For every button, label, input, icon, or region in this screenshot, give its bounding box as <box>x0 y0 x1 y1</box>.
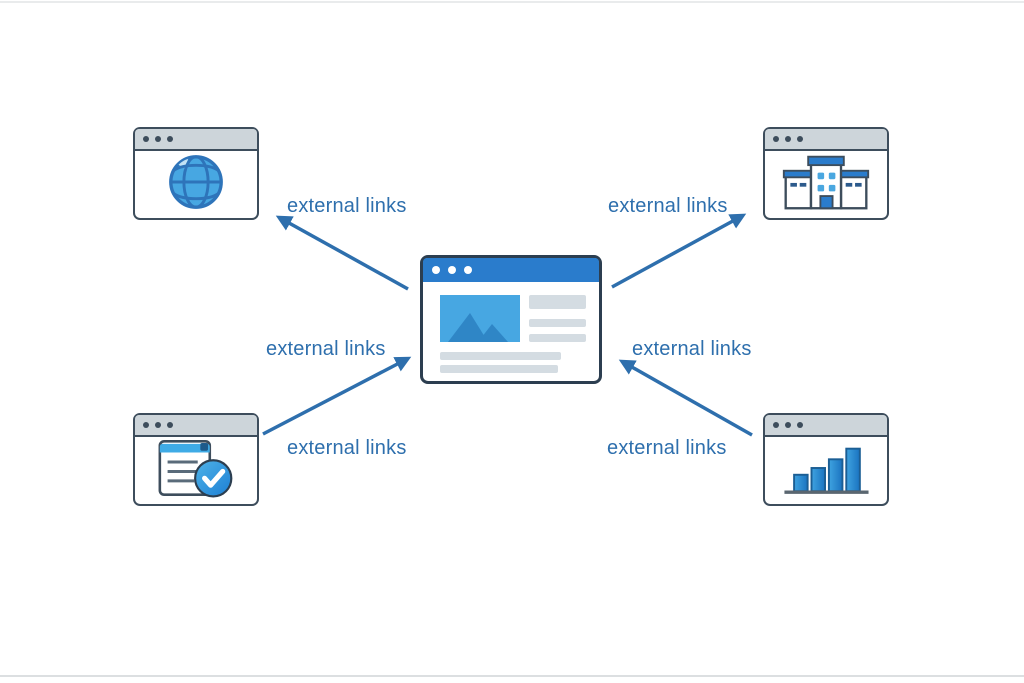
external-links-label: external links <box>608 195 728 217</box>
text-line-block <box>529 334 586 342</box>
building-icon <box>778 152 874 217</box>
text-line-block <box>529 295 586 309</box>
titlebar <box>135 129 257 151</box>
image-placeholder-icon <box>440 295 520 342</box>
text-line-block <box>529 319 586 327</box>
window-dot <box>797 422 803 428</box>
text-line-block <box>440 352 561 360</box>
arrow-bottom-left-to-center <box>262 356 412 436</box>
external-links-label: external links <box>632 338 752 360</box>
external-links-label: external links <box>287 437 407 459</box>
window-body <box>765 151 887 218</box>
text-line-block <box>440 365 558 373</box>
arrow-bottom-right-to-center <box>618 359 753 437</box>
browser-window-bottom-left <box>133 413 259 506</box>
window-dot <box>143 136 149 142</box>
globe-icon <box>165 151 227 218</box>
window-dot <box>797 136 803 142</box>
window-body <box>765 437 887 504</box>
titlebar <box>135 415 257 437</box>
browser-window-bottom-right <box>763 413 889 506</box>
window-dot <box>785 422 791 428</box>
titlebar <box>765 415 887 437</box>
arrow-center-to-top-right <box>611 213 747 289</box>
window-body <box>135 437 257 504</box>
window-dot <box>773 422 779 428</box>
titlebar <box>423 258 599 282</box>
window-dot <box>448 266 456 274</box>
window-dot <box>155 136 161 142</box>
external-links-label: external links <box>266 338 386 360</box>
bar-chart-icon <box>776 439 876 502</box>
external-links-label: external links <box>287 195 407 217</box>
window-dot <box>155 422 161 428</box>
window-dot <box>785 136 791 142</box>
bottom-edge-line <box>0 675 1024 677</box>
webpage-content <box>423 282 599 381</box>
window-dot <box>167 136 173 142</box>
browser-window-top-left <box>133 127 259 220</box>
window-dot <box>464 266 472 274</box>
window-dot <box>143 422 149 428</box>
top-edge-line <box>0 1 1024 3</box>
external-links-label: external links <box>607 437 727 459</box>
window-dot <box>773 136 779 142</box>
window-body <box>135 151 257 218</box>
window-dot <box>432 266 440 274</box>
document-check-icon <box>152 437 240 504</box>
arrow-center-to-top-left <box>275 215 409 291</box>
central-webpage-window <box>420 255 602 384</box>
browser-window-top-right <box>763 127 889 220</box>
titlebar <box>765 129 887 151</box>
window-dot <box>167 422 173 428</box>
